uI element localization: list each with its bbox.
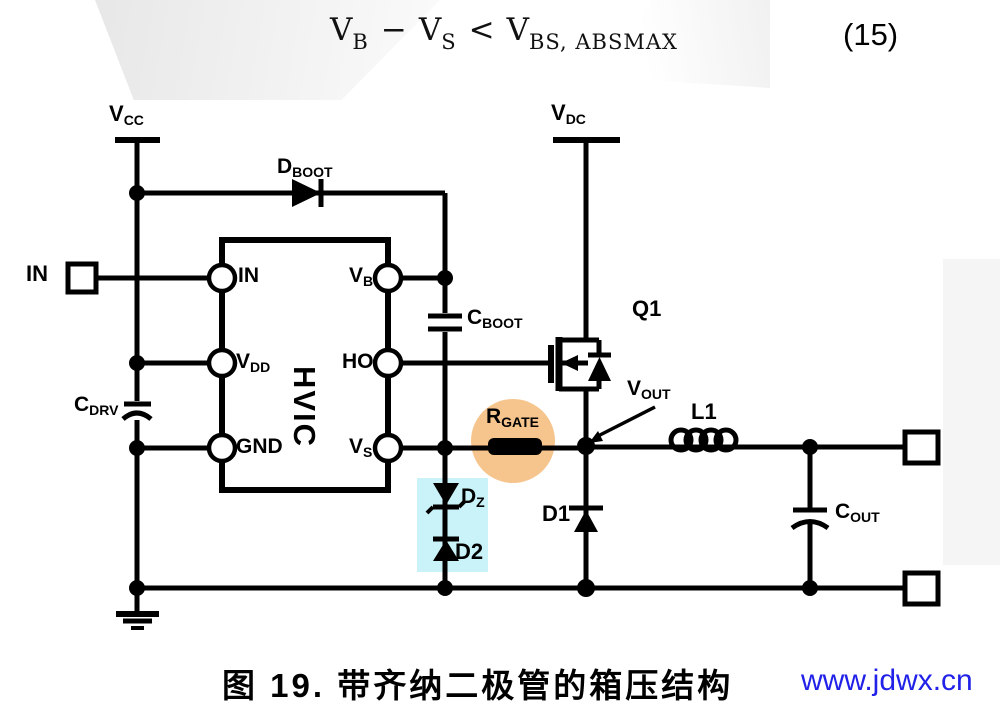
l1-inductor-icon xyxy=(668,427,739,453)
dboot-diode-icon xyxy=(292,179,324,207)
q1-mosfet-icon xyxy=(548,337,611,392)
vcc-label: VCC xyxy=(109,101,144,128)
hvic-pin-gnd-label: GND xyxy=(236,435,283,458)
hvic-pin-in-label: IN xyxy=(238,264,259,287)
cdrv-capacitor-icon xyxy=(121,401,153,421)
cboot-label: CBOOT xyxy=(467,306,523,331)
rgate-resistor-icon xyxy=(488,438,542,455)
junction-dots xyxy=(129,185,818,597)
cout-label: COUT xyxy=(835,500,880,525)
hvic-pin-vdd-label: VDD xyxy=(236,350,271,375)
d2-diode-icon xyxy=(433,536,459,561)
vout-label: VOUT xyxy=(627,377,671,402)
cdrv-label: CDRV xyxy=(74,393,119,418)
output-terminal-bottom-square xyxy=(902,570,941,607)
hvic-chip-body xyxy=(206,237,404,493)
hvic-chip-name: HVIC xyxy=(287,365,322,449)
cout-capacitor-icon xyxy=(790,507,830,531)
hvic-pin-circles xyxy=(206,262,404,464)
vdc-label: VDC xyxy=(551,100,586,127)
vout-arrow-icon xyxy=(589,405,656,443)
hvic-pin-vs-label: VS xyxy=(349,435,373,460)
circuit-schematic xyxy=(65,137,941,630)
dboot-label: DBOOT xyxy=(277,155,333,180)
l1-label: L1 xyxy=(691,399,717,424)
equation-number: (15) xyxy=(843,17,899,52)
hvic-pin-vb-label: VB xyxy=(349,264,374,289)
dz-zener-diode-icon xyxy=(425,483,467,515)
cboot-capacitor-icon xyxy=(428,313,462,332)
q1-label: Q1 xyxy=(632,296,662,321)
in-terminal-square xyxy=(65,261,99,295)
rgate-label: RGATE xyxy=(486,405,540,430)
d1-label: D1 xyxy=(542,501,571,526)
hvic-pin-ho-label: HO xyxy=(342,350,374,373)
dz-label: DZ xyxy=(461,485,485,510)
watermark-link[interactable]: www.jdwx.cn xyxy=(801,664,973,697)
equation-15: VB−VS<VBS, ABSMAX xyxy=(330,12,678,54)
figure-caption: 图 19. 带齐纳二极管的箱压结构 xyxy=(222,667,734,704)
d1-diode-icon xyxy=(569,505,603,532)
output-terminal-top-square xyxy=(902,429,941,466)
ground-symbol-icon xyxy=(116,588,159,630)
d2-label: D2 xyxy=(455,539,484,564)
in-terminal-label: IN xyxy=(26,261,48,286)
